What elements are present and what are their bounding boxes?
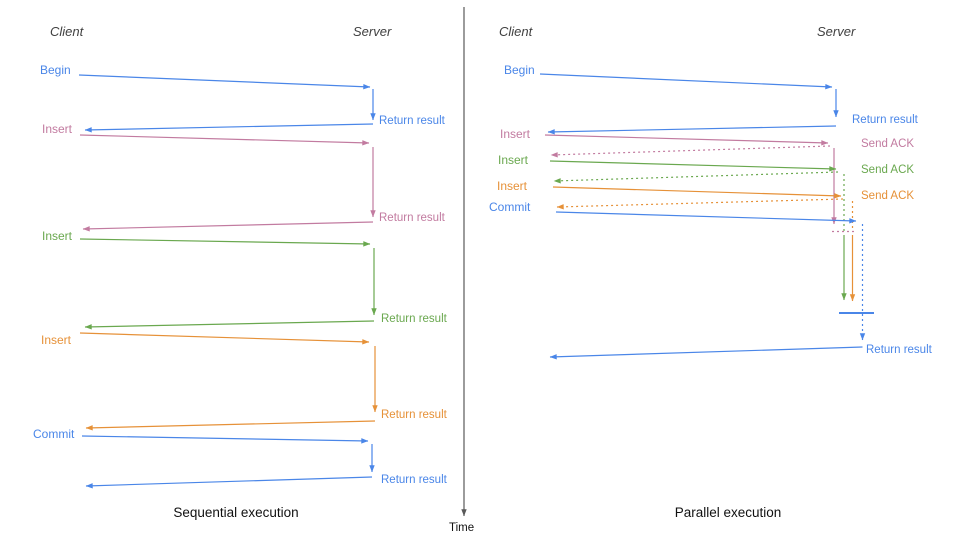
seq-insert2-return-line bbox=[84, 320, 375, 330]
seq-server-header: Server bbox=[353, 24, 392, 39]
par-begin-label: Begin bbox=[504, 63, 535, 77]
par-commit-label: Commit bbox=[489, 200, 531, 214]
seq-diagram-title: Sequential execution bbox=[173, 505, 299, 520]
seq-insert2-label: Insert bbox=[42, 229, 73, 243]
seq-insert3-return-line bbox=[85, 420, 376, 431]
seq-begin-return-line bbox=[84, 123, 374, 133]
par-begin-result-label: Return result bbox=[852, 114, 918, 126]
seq-insert3-label: Insert bbox=[41, 333, 72, 347]
par-begin-return-line bbox=[547, 125, 837, 135]
par-insert1-label: Insert bbox=[500, 127, 531, 141]
par-insert2-request-line bbox=[549, 160, 837, 172]
par-diagram-title: Parallel execution bbox=[674, 505, 782, 520]
seq-insert3-result-label: Return result bbox=[381, 409, 447, 421]
par-begin-request-line bbox=[539, 73, 833, 90]
par-insert3-ack-label: Send ACK bbox=[861, 190, 915, 202]
par-insert2-ack-line bbox=[553, 171, 839, 184]
time-axis-label: Time bbox=[449, 522, 475, 534]
par-insert3-ack-line bbox=[556, 198, 844, 210]
seq-insert1-request-line bbox=[79, 134, 370, 146]
par-insert2-ack-label: Send ACK bbox=[861, 164, 915, 176]
seq-client-header: Client bbox=[50, 24, 84, 39]
seq-begin-result-label: Return result bbox=[379, 115, 445, 127]
seq-commit-return-line bbox=[85, 476, 373, 489]
par-insert1-ack-line bbox=[550, 145, 831, 158]
par-final-result-label: Return result bbox=[866, 344, 932, 356]
par-commit-request-line bbox=[555, 211, 857, 224]
seq-insert1-return-line bbox=[82, 221, 374, 232]
par-insert2-label: Insert bbox=[498, 153, 529, 167]
par-insert1-request-line bbox=[544, 134, 829, 146]
seq-insert1-result-label: Return result bbox=[379, 212, 445, 224]
seq-commit-label: Commit bbox=[33, 427, 75, 441]
par-insert1-ack-label: Send ACK bbox=[861, 138, 915, 150]
seq-insert3-request-line bbox=[79, 332, 370, 345]
par-final-return-line bbox=[549, 346, 863, 360]
seq-commit-request-line bbox=[81, 435, 369, 444]
seq-commit-result-label: Return result bbox=[381, 474, 447, 486]
seq-insert2-result-label: Return result bbox=[381, 313, 447, 325]
seq-begin-label: Begin bbox=[40, 63, 71, 77]
par-client-header: Client bbox=[499, 24, 533, 39]
par-insert3-label: Insert bbox=[497, 179, 528, 193]
par-insert3-request-line bbox=[552, 186, 842, 199]
par-server-header: Server bbox=[817, 24, 856, 39]
seq-insert2-request-line bbox=[79, 238, 371, 247]
seq-insert1-label: Insert bbox=[42, 122, 73, 136]
seq-begin-request-line bbox=[78, 74, 371, 90]
